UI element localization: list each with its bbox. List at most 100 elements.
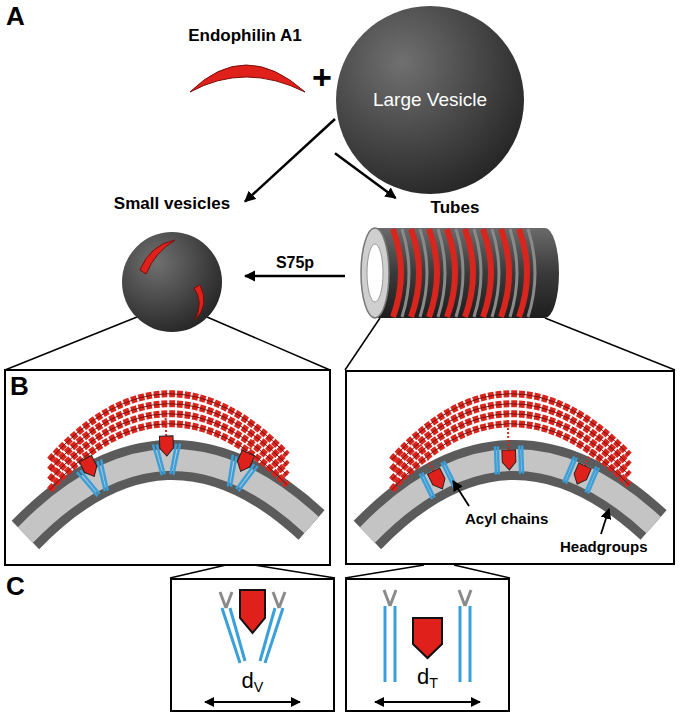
- layer-label: Headgroups: [560, 538, 648, 555]
- subscript: T: [429, 675, 438, 691]
- tube-inset-art: [469, 606, 472, 682]
- vesicle-circle: [140, 240, 175, 274]
- panel-box: [5, 370, 330, 565]
- tube-membrane-panel: [345, 370, 675, 565]
- tube-membrane-panel: [563, 457, 599, 494]
- vesicle-inset: dV: [170, 578, 335, 712]
- tube-membrane-panel: [420, 444, 433, 471]
- arrow-connector: [245, 119, 335, 202]
- vesicle-inset-art: [171, 579, 334, 711]
- subscript: V: [254, 679, 264, 695]
- tube-inset-art: [345, 578, 510, 712]
- panel-letter: B: [10, 372, 29, 402]
- tube-inset-art: [459, 606, 462, 682]
- tube-shape: [429, 229, 437, 317]
- tube-shape: [393, 229, 401, 317]
- vesicle-inset-art: [279, 592, 285, 608]
- tube-inset-art: [413, 618, 442, 658]
- tube-membrane-panel: [428, 468, 449, 492]
- tube-panel: Acyl chainsHeadgroups: [345, 370, 675, 565]
- tube-shape: [447, 229, 455, 317]
- tube-membrane-panel: [585, 438, 597, 465]
- panel-letter: A: [6, 2, 25, 32]
- vesicle-membrane-panel: [94, 459, 115, 490]
- vesicle-membrane-panel: [65, 436, 114, 499]
- tube-shape: [483, 229, 491, 317]
- small-vesicle: Small vesicles: [100, 190, 245, 335]
- tube-inset-art: [384, 606, 387, 682]
- vesicle-membrane-panel: [159, 436, 173, 456]
- tube-inset-art: [459, 590, 471, 606]
- vesicle-inset-art: [240, 590, 265, 633]
- tube-membrane-panel: [518, 446, 521, 474]
- state-label: Small vesicles: [114, 194, 230, 214]
- tube-membrane-panel: [494, 446, 497, 474]
- tube-inset: dT: [345, 578, 510, 712]
- panel-letter: C: [6, 572, 25, 602]
- tube-inset-art: [390, 590, 396, 606]
- tube-membrane-panel: [367, 394, 653, 535]
- tube-inset-art: [465, 590, 471, 606]
- tube-inset-art: [459, 590, 465, 606]
- vesicle-membrane-panel: [50, 394, 288, 460]
- vesicle-inset-art: [273, 592, 285, 608]
- distance-label: dT: [417, 664, 438, 689]
- tube-shape: [375, 228, 545, 318]
- zoom-lines: [207, 317, 330, 370]
- arrow-connector: [245, 275, 345, 278]
- tube-inset-art: [384, 590, 390, 606]
- tube-inset-art: [346, 579, 509, 711]
- vesicle-label: Large Vesicle: [373, 89, 487, 111]
- state-label: Tubes: [431, 198, 480, 218]
- protein-name: Endophilin A1: [188, 26, 302, 46]
- vesicle-inset-art: [273, 592, 279, 608]
- distance-label: dV: [242, 668, 264, 693]
- vesicle-inset-art: [226, 592, 232, 608]
- tube-membrane-panel: [502, 450, 516, 470]
- layer-label: Acyl chains: [465, 510, 548, 527]
- vesicle-membrane-panel: [50, 394, 288, 460]
- tube-inset-art: [394, 606, 397, 682]
- tube-membrane-panel: [494, 420, 523, 475]
- tube-shape: [411, 229, 419, 317]
- zoom-lines: [545, 318, 675, 370]
- tube-membrane-panel: [521, 446, 524, 474]
- tube-shape: [361, 228, 389, 318]
- vesicle-circle: [336, 6, 524, 194]
- tube-shape: [465, 229, 473, 317]
- edge-label: S75p: [273, 254, 317, 272]
- tube-membrane-panel: [346, 371, 674, 564]
- vesicle-membrane-panel: [221, 431, 268, 494]
- tube-membrane-panel: [508, 420, 509, 450]
- protein-glyph: Endophilin A1: [170, 26, 320, 100]
- tube-membrane-panel: [408, 438, 456, 499]
- tube-membrane-panel: [601, 509, 609, 534]
- tube-membrane-panel: [563, 457, 574, 483]
- zoom-lines: [5, 317, 675, 578]
- tube-membrane-panel: [571, 463, 591, 487]
- tube-membrane-panel: [420, 461, 457, 499]
- zoom-lines: [5, 317, 137, 370]
- membrane-tube: Tubes: [345, 198, 565, 328]
- vesicle-circle: [194, 285, 204, 320]
- vesicle-membrane-panel: [79, 455, 100, 479]
- zoom-lines: [454, 565, 510, 578]
- vesicle-inset-art: [205, 701, 300, 703]
- vesicle-circle: [122, 232, 222, 332]
- vesicle-membrane-panel: [165, 418, 168, 436]
- vesicle-membrane-panel: [234, 450, 254, 474]
- vesicle-inset-art: [220, 592, 232, 608]
- plus-sign: +: [312, 58, 332, 97]
- zoom-lines: [345, 565, 424, 578]
- large-vesicle: Large Vesicle: [335, 5, 525, 195]
- vesicle-inset-art: [220, 592, 226, 608]
- tube-membrane-panel: [563, 433, 609, 494]
- vesicle-membrane-panel: [248, 437, 255, 453]
- zoom-lines: [345, 318, 380, 370]
- protein-shape: [190, 65, 305, 92]
- zoom-lines: [170, 565, 226, 578]
- vesicle-membrane-panel: [25, 394, 311, 535]
- zoom-lines: [254, 565, 335, 578]
- vesicle-membrane-panel: [78, 443, 86, 459]
